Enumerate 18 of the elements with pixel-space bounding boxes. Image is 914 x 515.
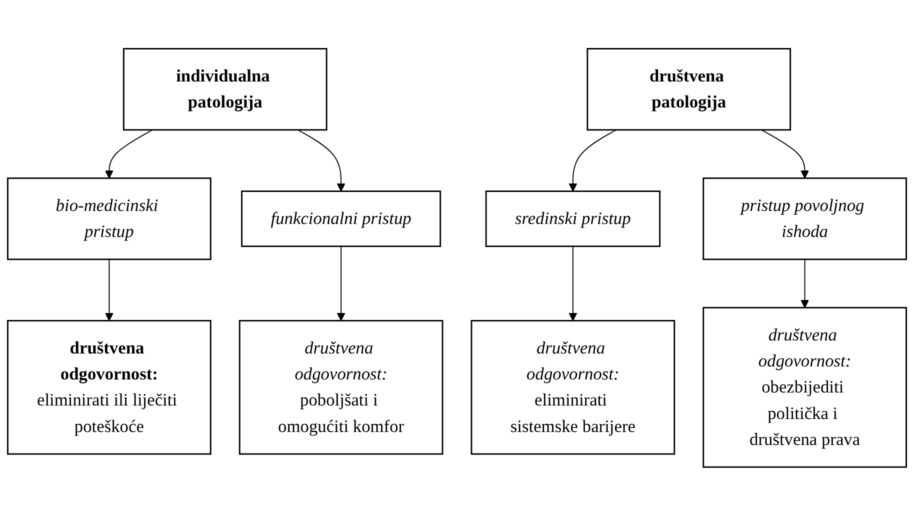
node-box: društvena odgovornost: eliminirati ili liječiti poteškoće [7, 320, 212, 454]
arrow [104, 258, 114, 321]
node-box: individualna patologija [122, 48, 328, 130]
arrow [568, 245, 578, 321]
node-box: bio-medicinski pristup [7, 177, 212, 260]
arrow [297, 129, 346, 192]
arrow [761, 129, 810, 178]
arrow [800, 258, 810, 308]
node-box: društvena patologija [586, 48, 792, 130]
arrow [336, 245, 346, 321]
node-box: funkcionalni pristup [241, 190, 442, 247]
node-box: društvena odgovornost: eliminirati sistemske barijere [470, 320, 676, 454]
node-box: pristup povoljnog ishoda [702, 177, 907, 260]
arrow [568, 129, 617, 192]
node-box: društvena odgovornost: obezbijediti politička i društvena prava [702, 306, 907, 468]
node-box: društvena odgovornost: poboljšati i omogućiti komfor [238, 320, 444, 454]
arrow [104, 129, 153, 178]
node-box: sredinski pristup [485, 190, 661, 247]
